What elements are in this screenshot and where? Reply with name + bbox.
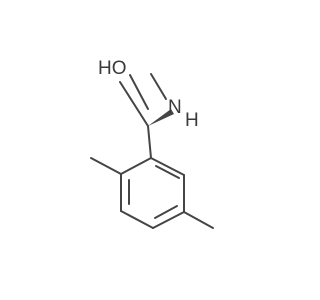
wedge-bond-chiral-n <box>148 109 174 126</box>
label-amine-h: H <box>185 110 199 131</box>
bond-chiral-ring <box>147 125 152 159</box>
bond-ch2-chiral <box>119 81 149 127</box>
bond-o-ch2 <box>129 74 149 110</box>
ring-double-bond-1 <box>155 165 180 179</box>
ring-bond-1 <box>150 157 185 176</box>
label-hydroxyl: HO <box>98 58 127 79</box>
bond-n-methyl <box>150 73 167 100</box>
ring-bond-6 <box>120 157 152 175</box>
ring-double-bond-2 <box>154 205 178 219</box>
ring-bond-4 <box>120 210 154 229</box>
bond-ring-methyl-meta <box>183 211 214 229</box>
ring-bond-3 <box>152 211 185 229</box>
bond-ring-methyl-ortho <box>90 157 122 175</box>
label-amine-n: N <box>168 97 182 118</box>
molecule-structure: HO N H <box>90 58 214 229</box>
